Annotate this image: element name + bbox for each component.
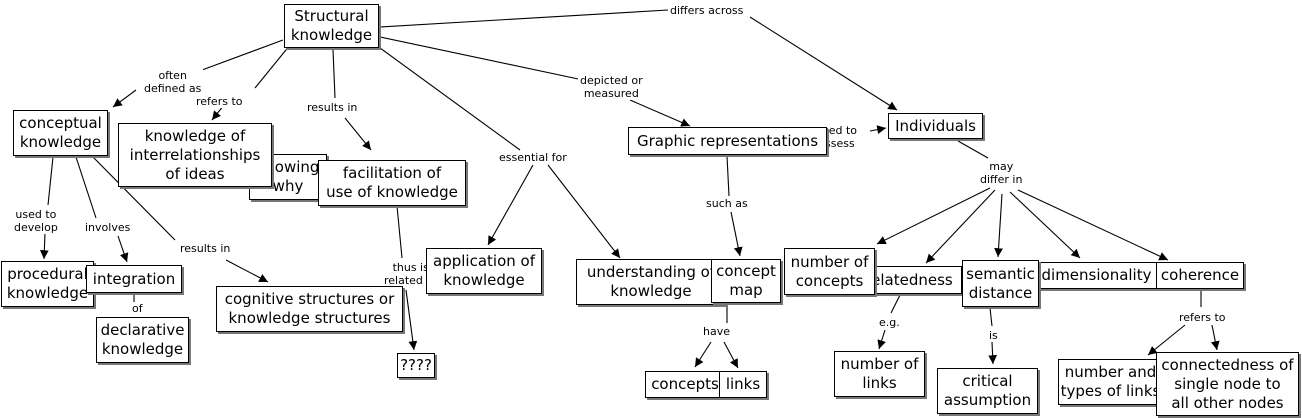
label-refers-to: refers to [1177,311,1228,324]
node-cognitive-structures[interactable]: cognitive structures or knowledge struct… [216,286,403,332]
connector-2 [201,39,284,71]
connector-3 [112,89,137,108]
node-graphic-representations[interactable]: Graphic representations [628,127,827,155]
connector-25 [730,211,743,257]
node-semantic-distance[interactable]: semantic distance [962,260,1039,307]
connector-40 [1147,324,1186,356]
connector-20 [396,205,403,259]
connector-0 [379,9,669,28]
label-is: is [987,329,1000,342]
node-number-and-types-of-links[interactable]: number and types of links [1058,359,1163,405]
connector-13 [47,156,54,206]
label-differs-across: differs across [668,4,746,17]
connector-6 [332,49,336,99]
connector-30 [876,187,991,245]
label-refers-to: refers to [194,95,245,108]
node-knowledge-of-interrelationships[interactable]: knowledge of interrelationships of ideas [118,123,272,187]
node-number-of-links[interactable]: number of links [834,351,925,397]
node-facilitation-of-use[interactable]: facilitation of use of knowledge [318,160,466,206]
connector-9 [629,99,691,127]
connector-41 [1210,324,1220,351]
node-unknown[interactable]: ???? [397,353,435,378]
node-connectedness-of-single-node[interactable]: connectedness of single node to all othe… [1156,352,1299,416]
connector-17 [92,156,176,241]
connector-21 [405,289,418,351]
label-essential-for: essential for [497,151,569,164]
label-results-in: results in [305,101,360,114]
node-application-of-knowledge[interactable]: application of knowledge [426,248,542,294]
connector-23 [869,125,887,134]
node-number-of-concepts[interactable]: number of concepts [784,248,875,295]
connector-34 [1017,189,1169,261]
node-critical-assumption[interactable]: critical assumption [937,368,1038,414]
node-individuals[interactable]: Individuals [888,113,983,139]
node-conceptual-knowledge[interactable]: conceptual knowledge [13,110,108,156]
connector-4 [254,44,291,89]
connector-12 [547,164,621,259]
label-used-to-develop: used to develop [12,208,60,234]
node-structural-knowledge[interactable]: Structural knowledge [284,4,379,48]
node-coherence[interactable]: coherence [1156,262,1244,289]
connector-29 [957,140,989,159]
node-concepts[interactable]: concepts [645,371,725,398]
label-of: of [130,302,145,315]
connector-36 [877,329,886,350]
connector-24 [726,155,730,197]
connector-31 [925,189,996,264]
node-declarative-knowledge[interactable]: declarative knowledge [96,317,189,363]
connector-37 [989,307,993,327]
connector-7 [344,117,372,151]
connector-15 [75,156,97,219]
connector-11 [487,164,534,246]
connector-38 [988,341,997,365]
connector-14 [39,232,49,260]
connector-33 [1009,191,1081,259]
connector-28 [723,341,739,369]
connector-32 [994,193,1003,258]
connector-1 [749,16,898,111]
node-concept-map[interactable]: concept map [711,259,781,303]
node-understanding-of-knowledge[interactable]: understanding of knowledge [576,259,726,305]
node-dimensionality[interactable]: dimensionality [1034,262,1159,289]
node-procedural-knowledge[interactable]: procedural knowledge [1,261,94,307]
label-involves: involves [83,221,133,234]
label-have: have [701,325,732,338]
connector-27 [694,341,712,368]
connector-18 [225,259,269,283]
node-integration[interactable]: integration [86,265,182,293]
connector-10 [375,44,521,151]
label-depicted-or-measured: depicted or measured [578,74,645,100]
label-e-g: e.g. [877,316,902,329]
node-links[interactable]: links [719,371,767,398]
label-such-as: such as [704,197,750,210]
connector-8 [379,36,584,81]
connector-35 [890,294,901,314]
connector-16 [117,235,129,263]
label-often-defined-as: often defined as [142,69,204,95]
label-may-differ-in: may differ in [978,160,1025,186]
label-results-in: results in [178,242,233,255]
